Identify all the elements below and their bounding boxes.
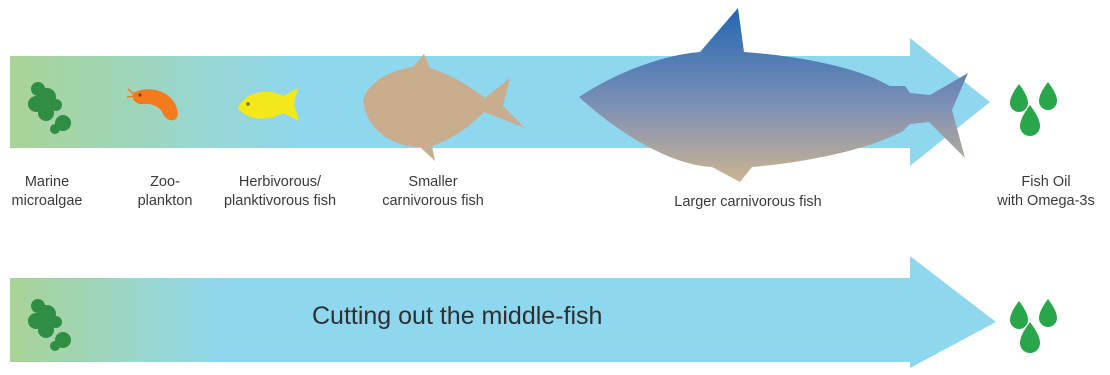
- oil-drops-icon: [1010, 82, 1057, 136]
- stage-label-fish-oil: Fish Oil with Omega-3s: [985, 173, 1107, 211]
- stage-label-smaller-carnivorous-fish: Smaller carnivorous fish: [358, 173, 508, 211]
- stage-label-larger-carnivorous-fish: Larger carnivorous fish: [638, 193, 858, 212]
- stage-label-marine-microalgae: Marine microalgae: [2, 173, 92, 211]
- direct-path-caption: Cutting out the middle-fish: [312, 302, 602, 331]
- large-fish-icon: [579, 8, 968, 182]
- oil-drops-icon: [1010, 299, 1057, 353]
- stage-label-herbivorous-fish: Herbivorous/ planktivorous fish: [200, 173, 360, 211]
- stage-label-zooplankton: Zoo- plankton: [125, 173, 205, 211]
